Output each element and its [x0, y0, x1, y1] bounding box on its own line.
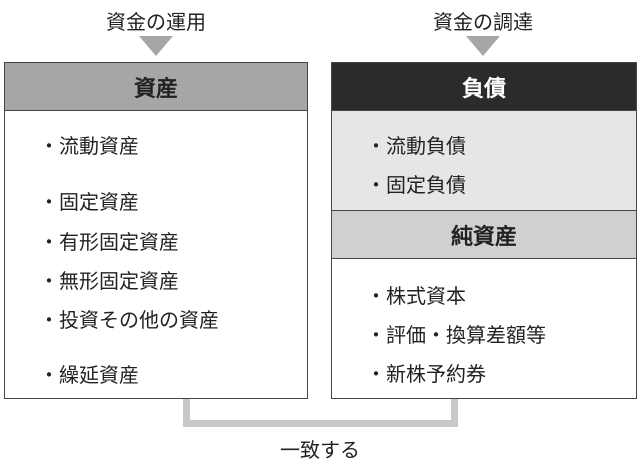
- left-caption: 資金の運用: [106, 10, 206, 34]
- down-arrow-icon: [139, 36, 173, 56]
- right-caption: 資金の調達: [433, 10, 533, 34]
- list-item: ・流動負債: [366, 134, 466, 158]
- equity-header: 純資産: [332, 211, 636, 259]
- list-item: ・新株予約券: [366, 362, 486, 386]
- list-item: ・流動資産: [39, 134, 139, 158]
- liabilities-section: ・流動負債 ・固定負債: [332, 111, 636, 211]
- liabilities-equity-box: 負債 ・流動負債 ・固定負債 純資産 ・株式資本 ・評価・換算差額等 ・新株予約…: [331, 62, 637, 399]
- liabilities-header: 負債: [332, 63, 636, 111]
- match-label: 一致する: [280, 438, 360, 462]
- assets-header: 資産: [5, 63, 307, 111]
- down-arrow-icon: [466, 36, 500, 56]
- list-item: ・繰延資産: [39, 363, 139, 387]
- list-item: ・投資その他の資産: [39, 308, 219, 332]
- match-bracket: [183, 395, 458, 427]
- list-item: ・無形固定資産: [39, 269, 179, 293]
- list-item: ・固定負債: [366, 173, 466, 197]
- list-item: ・固定資産: [39, 190, 139, 214]
- list-item: ・株式資本: [366, 284, 466, 308]
- list-item: ・評価・換算差額等: [366, 323, 546, 347]
- assets-box: 資産 ・流動資産 ・固定資産 ・有形固定資産 ・無形固定資産 ・投資その他の資産…: [4, 62, 308, 399]
- list-item: ・有形固定資産: [39, 230, 179, 254]
